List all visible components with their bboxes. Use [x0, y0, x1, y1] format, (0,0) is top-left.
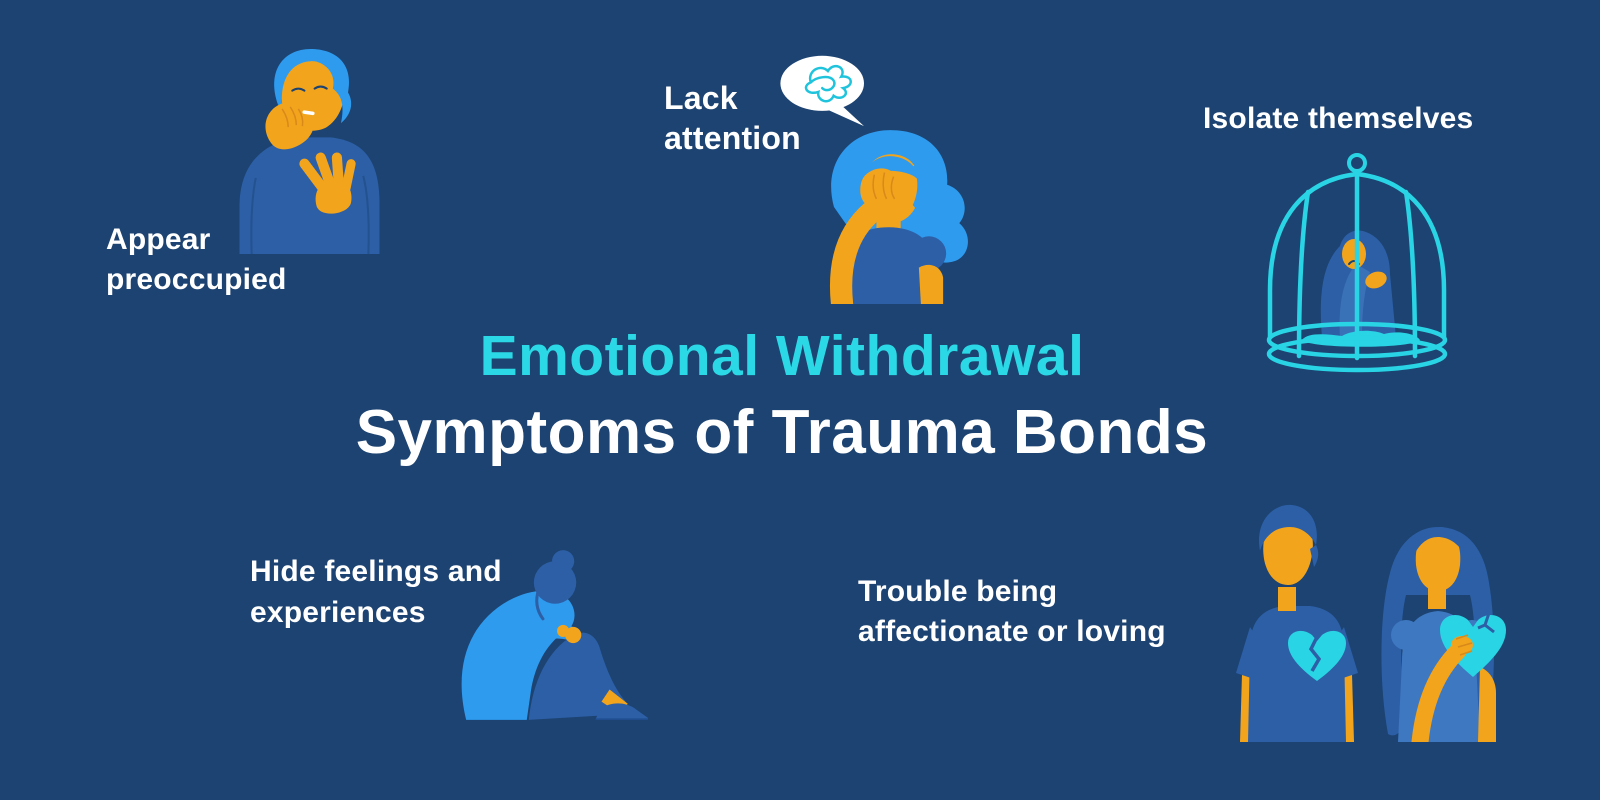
label-line: experiences	[250, 596, 426, 629]
label-line: Trouble being	[858, 575, 1058, 608]
birdcage-illustration	[1266, 153, 1448, 373]
title-main-line: Symptoms of Trauma Bonds	[355, 398, 1209, 468]
title-accent-line: Emotional Withdrawal	[479, 324, 1085, 388]
couple-broken-hearts-illustration	[1236, 504, 1506, 742]
label-lack-attention: Lack attention	[664, 78, 801, 158]
person-hugging-knees-illustration	[461, 550, 648, 720]
man-figure	[1236, 504, 1358, 742]
label-isolate-themselves: Isolate themselves	[1203, 99, 1473, 139]
label-line: Appear	[106, 223, 211, 256]
label-line: affectionate or loving	[858, 615, 1166, 648]
label-line: attention	[664, 120, 801, 156]
label-line: preoccupied	[106, 263, 287, 296]
label-line: Hide feelings and	[250, 555, 502, 588]
woman-figure	[1381, 527, 1506, 742]
label-line: Lack	[664, 80, 738, 116]
title-block: Emotional Withdrawal Symptoms of Trauma …	[0, 322, 1582, 471]
label-line: Isolate themselves	[1203, 102, 1474, 135]
label-hide-feelings: Hide feelings and experiences	[250, 551, 502, 633]
label-appear-preoccupied: Appear preoccupied	[106, 220, 287, 300]
woman-facepalm-illustration	[829, 130, 968, 304]
scribble-icon	[804, 64, 852, 103]
thought-bubble-icon	[780, 55, 864, 127]
person-biting-nails-illustration	[239, 49, 380, 254]
label-trouble-affection: Trouble being affectionate or loving	[858, 572, 1166, 652]
